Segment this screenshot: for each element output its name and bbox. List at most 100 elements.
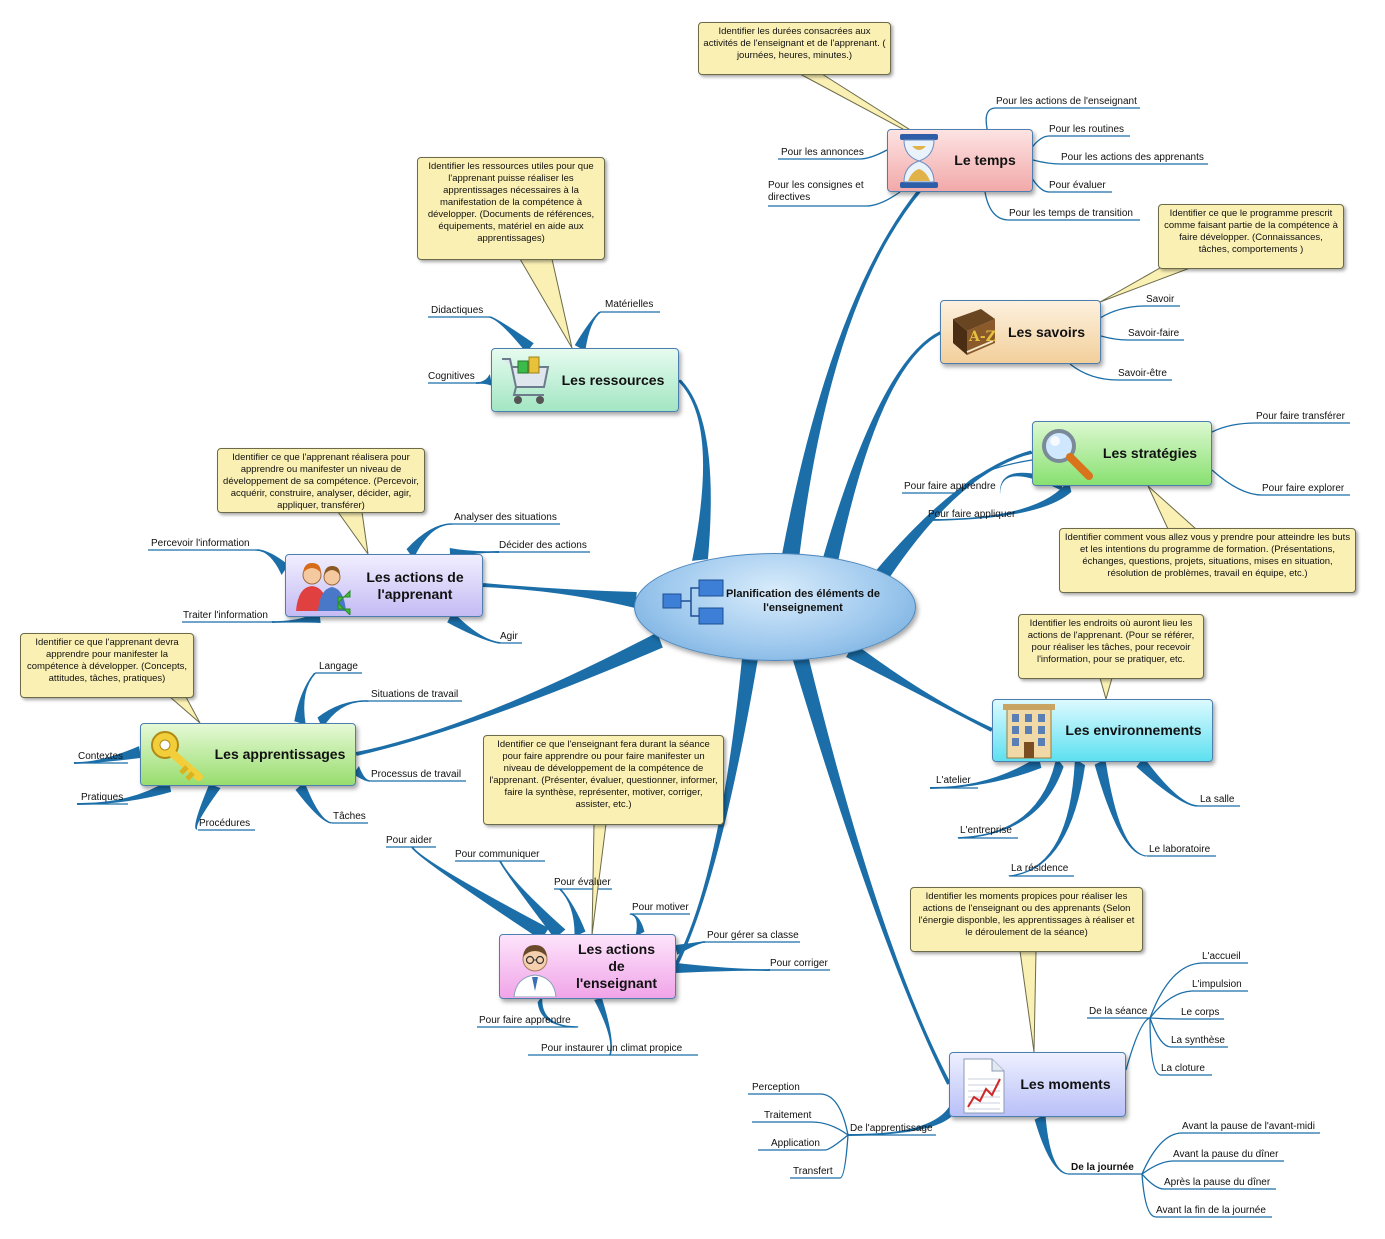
subtopic[interactable]: Procédures [199,818,251,829]
node-les-strategies[interactable]: Les stratégies [1032,421,1212,486]
subtopic[interactable]: L'entreprise [960,825,1012,836]
subtopic[interactable]: La cloture [1161,1063,1205,1074]
subtopic-connector [984,191,1140,221]
branch-les-ressources [677,379,711,561]
callout-le-temps: Identifier les durées consacrées aux act… [698,22,891,75]
subtopic[interactable]: L'impulsion [1192,979,1242,990]
node-les-savoirs[interactable]: A-Z Les savoirs [940,300,1101,364]
subtopic[interactable]: Pour faire appliquer [928,509,1016,520]
node-les-actions-de-l-enseignant[interactable]: Les actions de l'enseignant [499,934,676,999]
subtopic[interactable]: Pour gérer sa classe [707,930,799,941]
subtopic[interactable]: Traitement [764,1110,812,1121]
subtopic[interactable]: Analyser des situations [454,512,557,523]
subtopic[interactable]: Traiter l'information [183,610,268,621]
branch-connector [475,374,493,386]
subtopic[interactable]: Pour faire explorer [1262,483,1345,494]
subtopic[interactable]: Percevoir l'information [151,538,250,549]
callout-pointer-les-savoirs [1099,267,1191,303]
subtopic[interactable]: Situations de travail [371,689,459,700]
subtopic[interactable]: La résidence [1011,863,1069,874]
subtopic[interactable]: Savoir [1146,294,1175,305]
subtopic[interactable]: Le laboratoire [1149,844,1211,855]
subtopic[interactable]: Pour les annonces [781,147,864,158]
node-les-apprentissages[interactable]: Les apprentissages [140,723,356,786]
subtopic[interactable]: Pour les actions de l'enseignant [996,96,1137,107]
node-les-actions-de-l-apprenant[interactable]: Les actions de l'apprenant [285,554,483,617]
subtopic[interactable]: Avant la pause de l'avant-midi [1182,1121,1315,1132]
subtopic[interactable]: L'atelier [936,775,971,786]
branch-les-environnements [846,643,993,732]
callout-les-ressources: Identifier les ressources utiles pour qu… [417,157,605,260]
building-icon [1003,703,1055,758]
subtopic[interactable]: Matérielles [605,299,654,310]
subtopic[interactable]: Savoir-faire [1128,328,1180,339]
subtopic[interactable]: Cognitives [428,371,475,382]
subtopic[interactable]: La salle [1200,794,1235,805]
subtopic[interactable]: Pour faire apprendre [904,481,996,492]
subtopic[interactable]: Décider des actions [499,540,587,551]
callout-les-strategies: Identifier comment vous allez vous y pre… [1059,528,1356,593]
node-les-ressources[interactable]: Les ressources [491,348,679,412]
subtopic[interactable]: Application [771,1138,820,1149]
subtopic-connector [768,191,901,207]
branch-connector [594,998,612,1056]
subtopic[interactable]: Après la pause du dîner [1164,1177,1271,1188]
subtopic[interactable]: Pour évaluer [1049,180,1106,191]
branch-connector [1094,759,1148,857]
subtopic[interactable]: Pour communiquer [455,849,540,860]
subtopic[interactable]: Agir [500,631,518,642]
branch-connector [489,316,534,353]
callout-les-actions-de-l-apprenant: Identifier ce que l'apprenant réalisera … [217,448,425,513]
subtopic[interactable]: Contextes [78,751,124,762]
branch-connector [629,913,645,937]
subtopic[interactable]: De l'apprentissage [850,1123,933,1134]
branch-connector [73,746,141,764]
subtopic-connector [74,672,466,831]
branch-connector [1034,1114,1069,1175]
subtopic[interactable]: Didactiques [431,305,484,316]
subtopic[interactable]: Pratiques [81,792,124,803]
subtopic-connector [902,459,1033,494]
subtopic-connector [778,149,888,160]
subtopic[interactable]: Transfert [793,1166,833,1177]
callout-les-apprentissages: Identifier ce que l'apprenant devra appr… [20,633,194,698]
subtopic[interactable]: Processus de travail [371,769,462,780]
subtopic[interactable]: Pour faire transférer [1256,411,1345,422]
subtopic[interactable]: Avant la fin de la journée [1156,1205,1266,1216]
subtopic[interactable]: De la séance [1089,1006,1148,1017]
subtopic[interactable]: Savoir-être [1118,368,1167,379]
node-les-moments[interactable]: Les moments [949,1052,1126,1117]
node-les-environnements[interactable]: Les environnements [992,699,1213,762]
node-label: Les actions de l'apprenant [354,569,482,603]
subtopic[interactable]: Pour évaluer [554,877,611,888]
magnifier-icon [1042,428,1093,480]
subtopic[interactable]: La synthèse [1171,1035,1225,1046]
subtopic[interactable]: Pour instaurer un climat propice [541,1043,683,1054]
central-topic[interactable]: Planification des éléments de l'enseigne… [634,553,916,661]
callout-les-actions-de-l-enseignant: Identifier ce que l'enseignant fera dura… [483,735,724,825]
subtopic[interactable]: Avant la pause du dîner [1173,1149,1279,1160]
branch-connector [1008,758,1086,877]
subtopic-connector [1141,1173,1276,1190]
subtopic[interactable]: Perception [752,1082,800,1093]
subtopic[interactable]: L'accueil [1202,951,1241,962]
subtopic[interactable]: Pour motiver [632,902,689,913]
callout-pointer-les-actions-de-l-apprenant [337,511,369,555]
branch-les-strategies [874,450,1034,585]
subtopic[interactable]: Pour les actions des apprenants [1061,152,1204,163]
subtopic[interactable]: Pour les consignes et directives [768,180,864,203]
node-le-temps[interactable]: Le temps [887,129,1033,192]
node-label-line: l'enseignant [575,975,658,991]
subtopic[interactable]: Pour les routines [1049,124,1125,135]
subtopic[interactable]: Le corps [1181,1007,1220,1018]
subtopic[interactable]: Langage [319,661,358,672]
subtopic[interactable]: Pour aider [386,835,433,846]
subtopic[interactable]: Pour corriger [770,958,828,969]
subtopic-connector [1141,1173,1272,1218]
subtopic[interactable]: Tâches [333,811,366,822]
subtopic[interactable]: Pour faire apprendre [479,1015,571,1026]
subtopic[interactable]: Pour les temps de transition [1009,208,1133,219]
subtopic[interactable]: De la journée [1071,1162,1134,1173]
org-chart-icon [662,579,724,625]
dictionary-icon: A-Z [953,309,996,355]
